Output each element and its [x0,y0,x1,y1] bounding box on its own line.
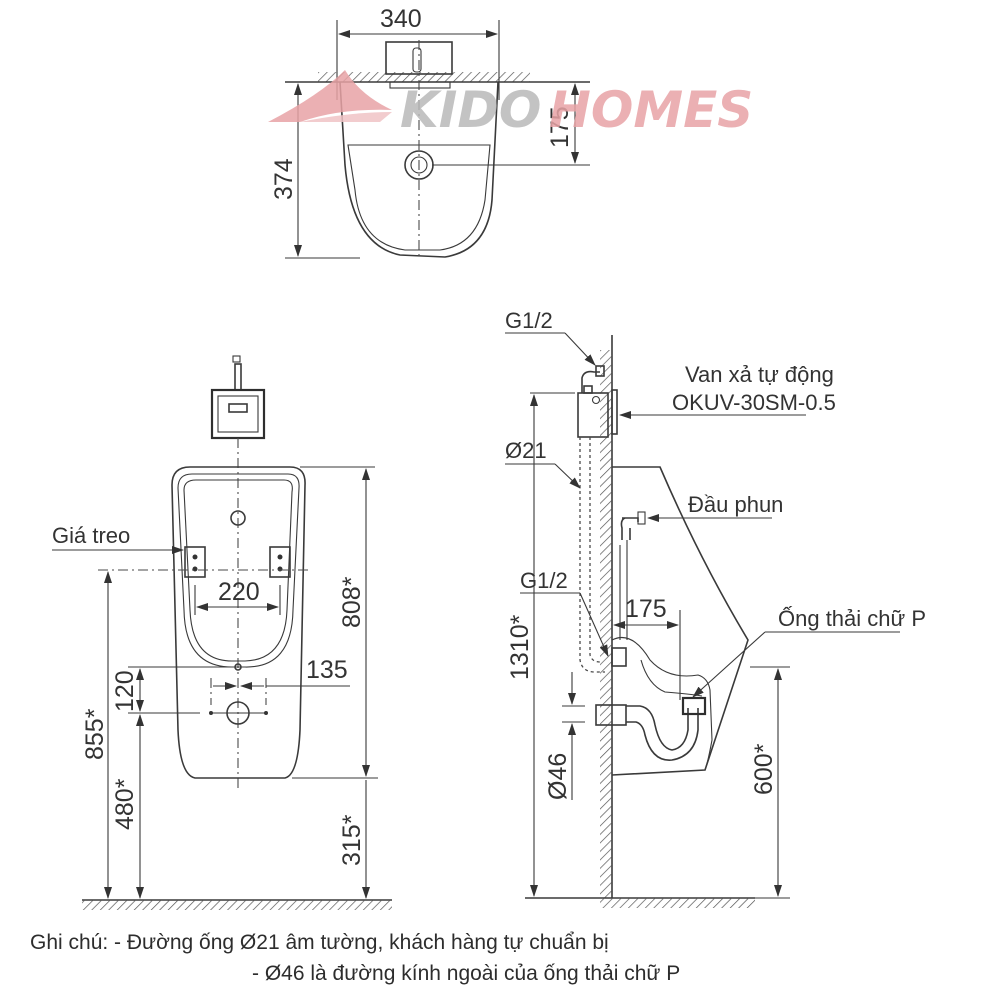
front-view: Giá treo 220 135 120 855* 480* 808* [52,355,392,910]
p-trap-inlet [681,696,707,716]
valve-label-line1: Van xả tự động [685,362,834,387]
wall-hatch-side [600,350,612,898]
pipe-diameter-label: Ø21 [505,438,547,463]
hanger-right [269,546,291,578]
dim-valve-height-label: 1310* [506,614,534,680]
watermark-kido: KIDO [400,81,541,139]
watermark-homes: HOMES [549,81,753,139]
flush-valve-side [577,392,609,438]
top-view: 340 374 175 [270,5,590,260]
p-trap-label: Ống thải chữ P [778,605,926,631]
urinal-side-outline [611,466,749,776]
note-line-2: - Ø46 là đường kính ngoài của ống thải c… [252,962,681,985]
dim-outlet-offset-label: 120 [111,670,139,712]
p-trap-wall-connector [595,704,627,726]
hanger-left [184,546,206,578]
valve-label-line2: OKUV-30SM-0.5 [672,390,836,415]
spray-head-label: Đầu phun [688,492,783,517]
dim-inlet-offset-label: 175 [546,106,574,148]
dim-trap-diameter-label: Ø46 [544,753,572,800]
floor-hatch-side [600,898,755,908]
hanger-label: Giá treo [52,523,130,548]
dim-rim-height-label: 600* [750,743,778,795]
dim-bottom-height-label: 315* [338,814,366,866]
logo-roof-icon [268,70,392,122]
urinal-front-outline [171,466,306,779]
kidohomes-watermark: KIDO HOMES [268,70,753,139]
flush-valve-front [210,388,266,440]
dim-depth-label: 374 [270,158,298,200]
side-view: G1/2 Van xả tự động OKUV-30SM-0.5 Ø21 Đầ… [505,308,926,908]
dim-width-label: 340 [380,5,422,33]
floor-hatch-front [82,900,392,910]
dim-outlet-height-label: 480* [111,778,139,830]
wall-hatch [318,72,530,82]
dim-outlet-width-label: 135 [306,656,348,684]
dim-trap-offset-label: 175 [625,595,667,623]
inlet-bottom-label: G1/2 [520,568,568,593]
dim-hanger-height-label: 855* [81,708,109,760]
inlet-top-label: G1/2 [505,308,553,333]
dim-total-height-label: 808* [338,576,366,628]
note-line-1: Ghi chú: - Đường ống Ø21 âm tường, khách… [30,931,609,954]
urinal-top-outline [339,81,499,258]
dim-hanger-spacing-label: 220 [218,578,260,606]
